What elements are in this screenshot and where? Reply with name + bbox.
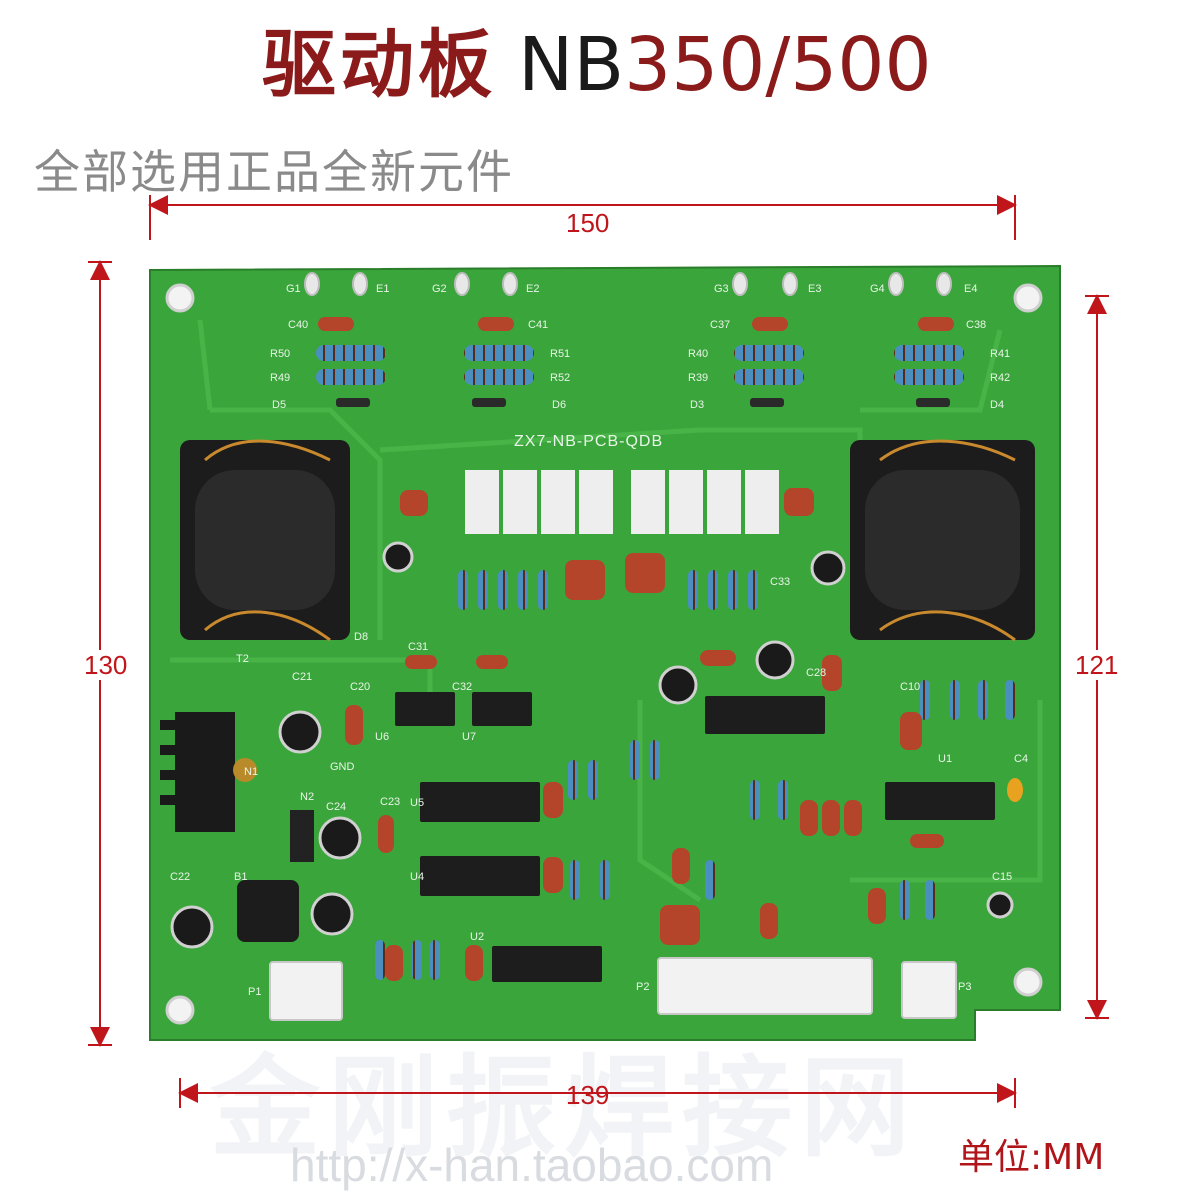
svg-text:G4: G4 [870,283,885,295]
svg-text:P2: P2 [636,981,649,993]
output-pads [304,272,952,296]
svg-text:C15: C15 [992,871,1012,883]
svg-text:D5: D5 [272,399,286,411]
title-chinese: 驱动板 [262,22,496,108]
svg-text:C33: C33 [770,576,790,588]
mounting-hole-tl [165,283,195,313]
svg-text:D8: D8 [354,631,368,643]
svg-text:C37: C37 [710,319,730,331]
dimension-right-label: 121 [1075,650,1119,680]
svg-text:R52: R52 [550,372,570,384]
center-capacitors [400,488,814,600]
svg-text:U6: U6 [375,731,389,743]
mounting-hole-br [1013,967,1043,997]
svg-text:R42: R42 [990,372,1010,384]
url-watermark: http://x-han.taobao.com [290,1139,774,1191]
svg-text:R41: R41 [990,348,1010,360]
product-subtitle: 全部选用正品全新元件 [34,145,514,199]
small-capacitors [345,650,1023,981]
svg-text:R40: R40 [688,348,708,360]
svg-text:C10: C10 [900,681,920,693]
ic-chips [395,692,995,982]
svg-text:N2: N2 [300,791,314,803]
svg-text:U5: U5 [410,797,424,809]
unit-label: 单位:MM [958,1137,1105,1178]
top-resistors [316,345,964,385]
svg-text:C20: C20 [350,681,370,693]
svg-text:E3: E3 [808,283,821,295]
svg-text:C41: C41 [528,319,548,331]
svg-text:B1: B1 [234,871,247,883]
svg-text:C28: C28 [806,667,826,679]
svg-text:C24: C24 [326,801,346,813]
svg-text:U2: U2 [470,931,484,943]
connectors [269,957,957,1021]
svg-text:C40: C40 [288,319,308,331]
dimension-bottom-label: 139 [566,1080,610,1110]
svg-text:C21: C21 [292,671,312,683]
svg-text:G3: G3 [714,283,729,295]
top-diodes [336,398,950,407]
electrolytic-capacitors [170,541,1014,949]
transformer-left [180,439,350,642]
svg-text:D6: D6 [552,399,566,411]
svg-text:C38: C38 [966,319,986,331]
svg-text:C23: C23 [380,796,400,808]
title-model-prefix: NB [518,22,625,108]
mosfet-row [465,470,779,534]
transformer-right [850,439,1035,642]
svg-text:ZX7-NB-PCB-QDB: ZX7-NB-PCB-QDB [514,433,663,450]
svg-text:C4: C4 [1014,753,1028,765]
svg-text:N1: N1 [244,766,258,778]
title-model-number: 350/500 [624,22,932,108]
svg-text:U1: U1 [938,753,952,765]
svg-text:U4: U4 [410,871,424,883]
svg-text:G1: G1 [286,283,301,295]
svg-text:D3: D3 [690,399,704,411]
svg-text:GND: GND [330,761,355,773]
svg-text:P1: P1 [248,986,261,998]
mounting-hole-bl [165,995,195,1025]
store-watermark: 金刚振焊接网 [210,1044,918,1172]
svg-text:C31: C31 [408,641,428,653]
svg-text:U7: U7 [462,731,476,743]
silkscreen-labels: G1 E1 G2 E2 G3 E3 G4 E4 C40 C41 C37 C38 … [170,283,1028,998]
svg-text:E4: E4 [964,283,977,295]
svg-text:T2: T2 [236,653,249,665]
svg-text:E1: E1 [376,283,389,295]
svg-text:D4: D4 [990,399,1004,411]
svg-text:E2: E2 [526,283,539,295]
heatsink [160,712,314,862]
svg-text:R39: R39 [688,372,708,384]
dimension-top-line [148,195,1017,240]
mounting-hole-tr [1013,283,1043,313]
svg-text:R51: R51 [550,348,570,360]
scattered-resistors [375,570,1015,980]
svg-text:G2: G2 [432,283,447,295]
svg-text:R49: R49 [270,372,290,384]
dimension-left-label: 130 [84,650,128,680]
dimension-bottom-line [178,1078,1017,1108]
svg-text:P3: P3 [958,981,971,993]
dimension-top-label: 150 [566,208,610,238]
svg-text:R50: R50 [270,348,290,360]
top-capacitors [318,317,954,331]
svg-text:C32: C32 [452,681,472,693]
svg-text:C22: C22 [170,871,190,883]
bridge-rectifier [237,880,299,942]
